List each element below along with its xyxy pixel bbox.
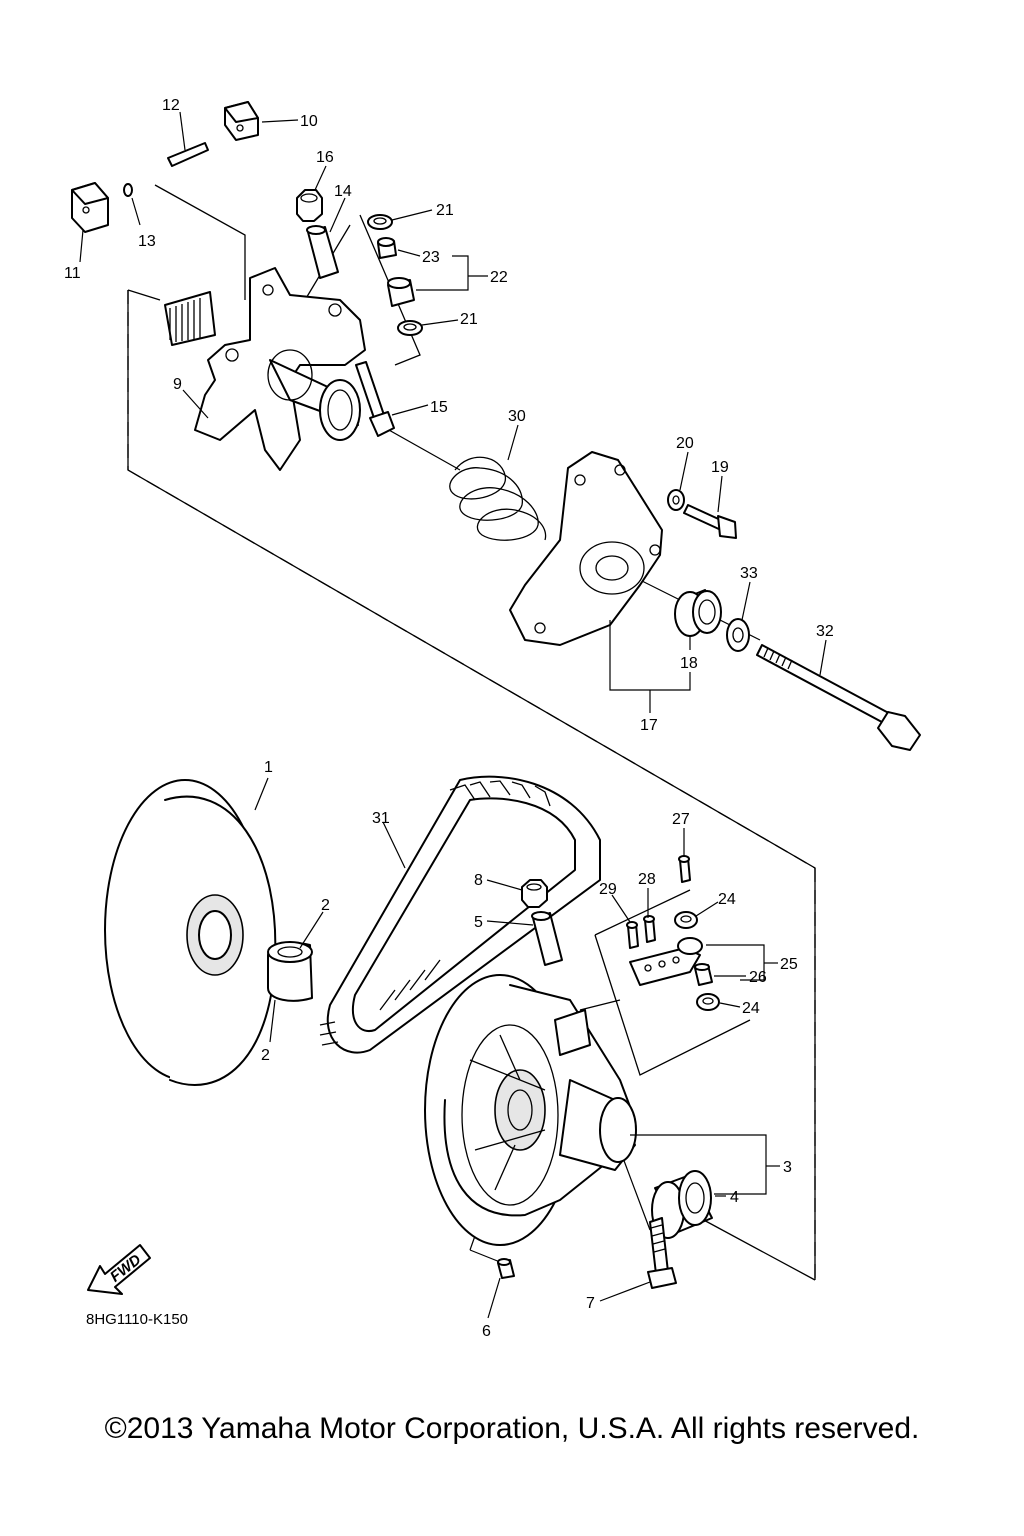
callout-25: 25 — [780, 956, 798, 973]
part-24-washer-top — [674, 911, 698, 929]
callout-4: 4 — [730, 1189, 739, 1206]
callout-12: 12 — [162, 97, 180, 114]
part-21-washer-top — [367, 214, 393, 230]
part-24-washer-bottom — [696, 993, 720, 1011]
part-20-washer — [667, 489, 685, 511]
callout-6: 6 — [482, 1323, 491, 1340]
part-15-bolt — [355, 361, 395, 437]
callout-3: 3 — [783, 1159, 792, 1176]
callout-17: 17 — [640, 717, 658, 734]
part-4-bushing — [651, 1170, 713, 1239]
callout-33: 33 — [740, 565, 758, 582]
diagram-reference-code: 8HG1110-K150 — [86, 1311, 188, 1328]
part-31-belt — [319, 775, 601, 1054]
part-8-nut — [521, 879, 548, 908]
leader-lines — [79, 111, 827, 1319]
part-13-washer — [123, 183, 133, 197]
callout-11: 11 — [64, 265, 81, 282]
callout-22: 22 — [490, 269, 508, 286]
part-10-weight — [224, 101, 259, 141]
callout-23: 23 — [422, 249, 440, 266]
part-27-bolt — [678, 855, 691, 883]
callout-28: 28 — [638, 871, 656, 888]
part-16-nut — [296, 189, 323, 222]
callout-32: 32 — [816, 623, 834, 640]
callout-24-upper: 24 — [718, 891, 736, 908]
part-19-bolt — [683, 504, 737, 539]
copyright-notice: ©2013 Yamaha Motor Corporation, U.S.A. A… — [104, 1412, 920, 1445]
part-28-bolt — [643, 915, 656, 943]
callout-29: 29 — [599, 881, 617, 898]
callout-2-upper: 2 — [321, 897, 330, 914]
part-3-movable-sheave — [424, 974, 637, 1246]
callout-14: 14 — [334, 183, 352, 200]
callout-21-lower: 21 — [460, 311, 478, 328]
part-32-bolt — [756, 644, 921, 751]
part-7-bolt — [647, 1217, 677, 1289]
parts-exploded-diagram: FWD — [64, 97, 921, 1340]
part-9-spider — [164, 267, 366, 471]
part-17-cover — [509, 451, 663, 646]
part-30-spring — [449, 456, 547, 541]
callout-10: 10 — [300, 113, 318, 130]
callout-30: 30 — [508, 408, 526, 425]
callout-19: 19 — [711, 459, 729, 476]
callout-16: 16 — [316, 149, 334, 166]
part-1-fixed-sheave — [104, 779, 277, 1086]
part-26-collar — [694, 963, 713, 986]
part-23-collar — [377, 237, 397, 259]
part-21-washer-bottom — [397, 320, 423, 336]
callout-2-lower: 2 — [261, 1047, 270, 1064]
callout-1: 1 — [264, 759, 273, 776]
callout-labels: 1 2 2 3 4 5 6 7 8 9 10 11 12 13 14 15 16… — [64, 97, 834, 1340]
part-33-washer — [726, 618, 750, 652]
callout-27: 27 — [672, 811, 690, 828]
part-12-pin — [167, 142, 209, 167]
callout-18: 18 — [680, 655, 698, 672]
part-29-bolt — [626, 921, 639, 949]
callout-26: 26 — [749, 969, 767, 986]
part-6-plug — [497, 1258, 515, 1279]
part-22-bushing — [387, 277, 415, 307]
callout-8: 8 — [474, 872, 483, 889]
callout-7: 7 — [586, 1295, 595, 1312]
callout-24-lower: 24 — [742, 1000, 760, 1017]
part-18-bushing — [674, 589, 722, 637]
part-14-collar — [306, 225, 339, 279]
callout-9: 9 — [173, 376, 182, 393]
callout-15: 15 — [430, 399, 448, 416]
callout-31: 31 — [372, 810, 390, 827]
callout-20: 20 — [676, 435, 694, 452]
part-11-weight — [71, 182, 109, 233]
part-2-collar — [267, 941, 313, 1002]
part-5-collar — [531, 911, 563, 966]
fwd-arrow-icon: FWD — [87, 1244, 151, 1295]
part-25-bracket — [629, 937, 703, 986]
callout-21-upper: 21 — [436, 202, 454, 219]
callout-5: 5 — [474, 914, 483, 931]
callout-13: 13 — [138, 233, 156, 250]
